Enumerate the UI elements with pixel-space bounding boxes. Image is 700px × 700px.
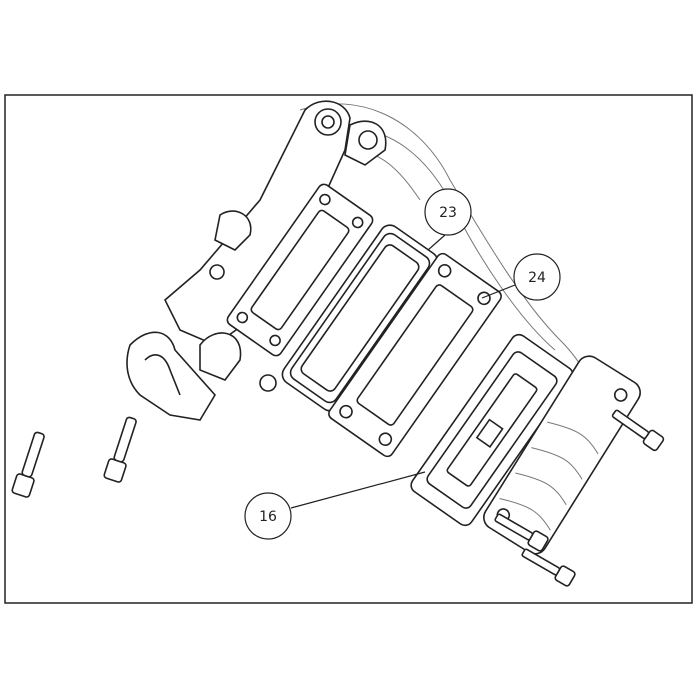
bolt-right-3 xyxy=(521,548,576,587)
intake-arm xyxy=(164,100,387,381)
callout-label-24: 24 xyxy=(528,270,546,286)
callout-label-16: 16 xyxy=(259,509,277,525)
diagram-border xyxy=(4,94,693,604)
spacer-plate-24 xyxy=(328,252,502,458)
callout-16: 16 xyxy=(244,471,426,540)
bolt-right-1 xyxy=(611,409,665,452)
small-plug xyxy=(259,374,277,392)
bolt-left-1 xyxy=(11,431,45,498)
reed-block-16 xyxy=(410,333,574,527)
bolt-right-2 xyxy=(494,513,549,552)
bolt-left-2 xyxy=(103,416,137,483)
callout-23: 23 xyxy=(424,188,472,251)
callout-label-23: 23 xyxy=(439,205,457,221)
clamp-half xyxy=(126,331,216,421)
arm-flange xyxy=(226,183,374,357)
gasket-23 xyxy=(281,224,439,412)
callout-24: 24 xyxy=(481,253,561,301)
